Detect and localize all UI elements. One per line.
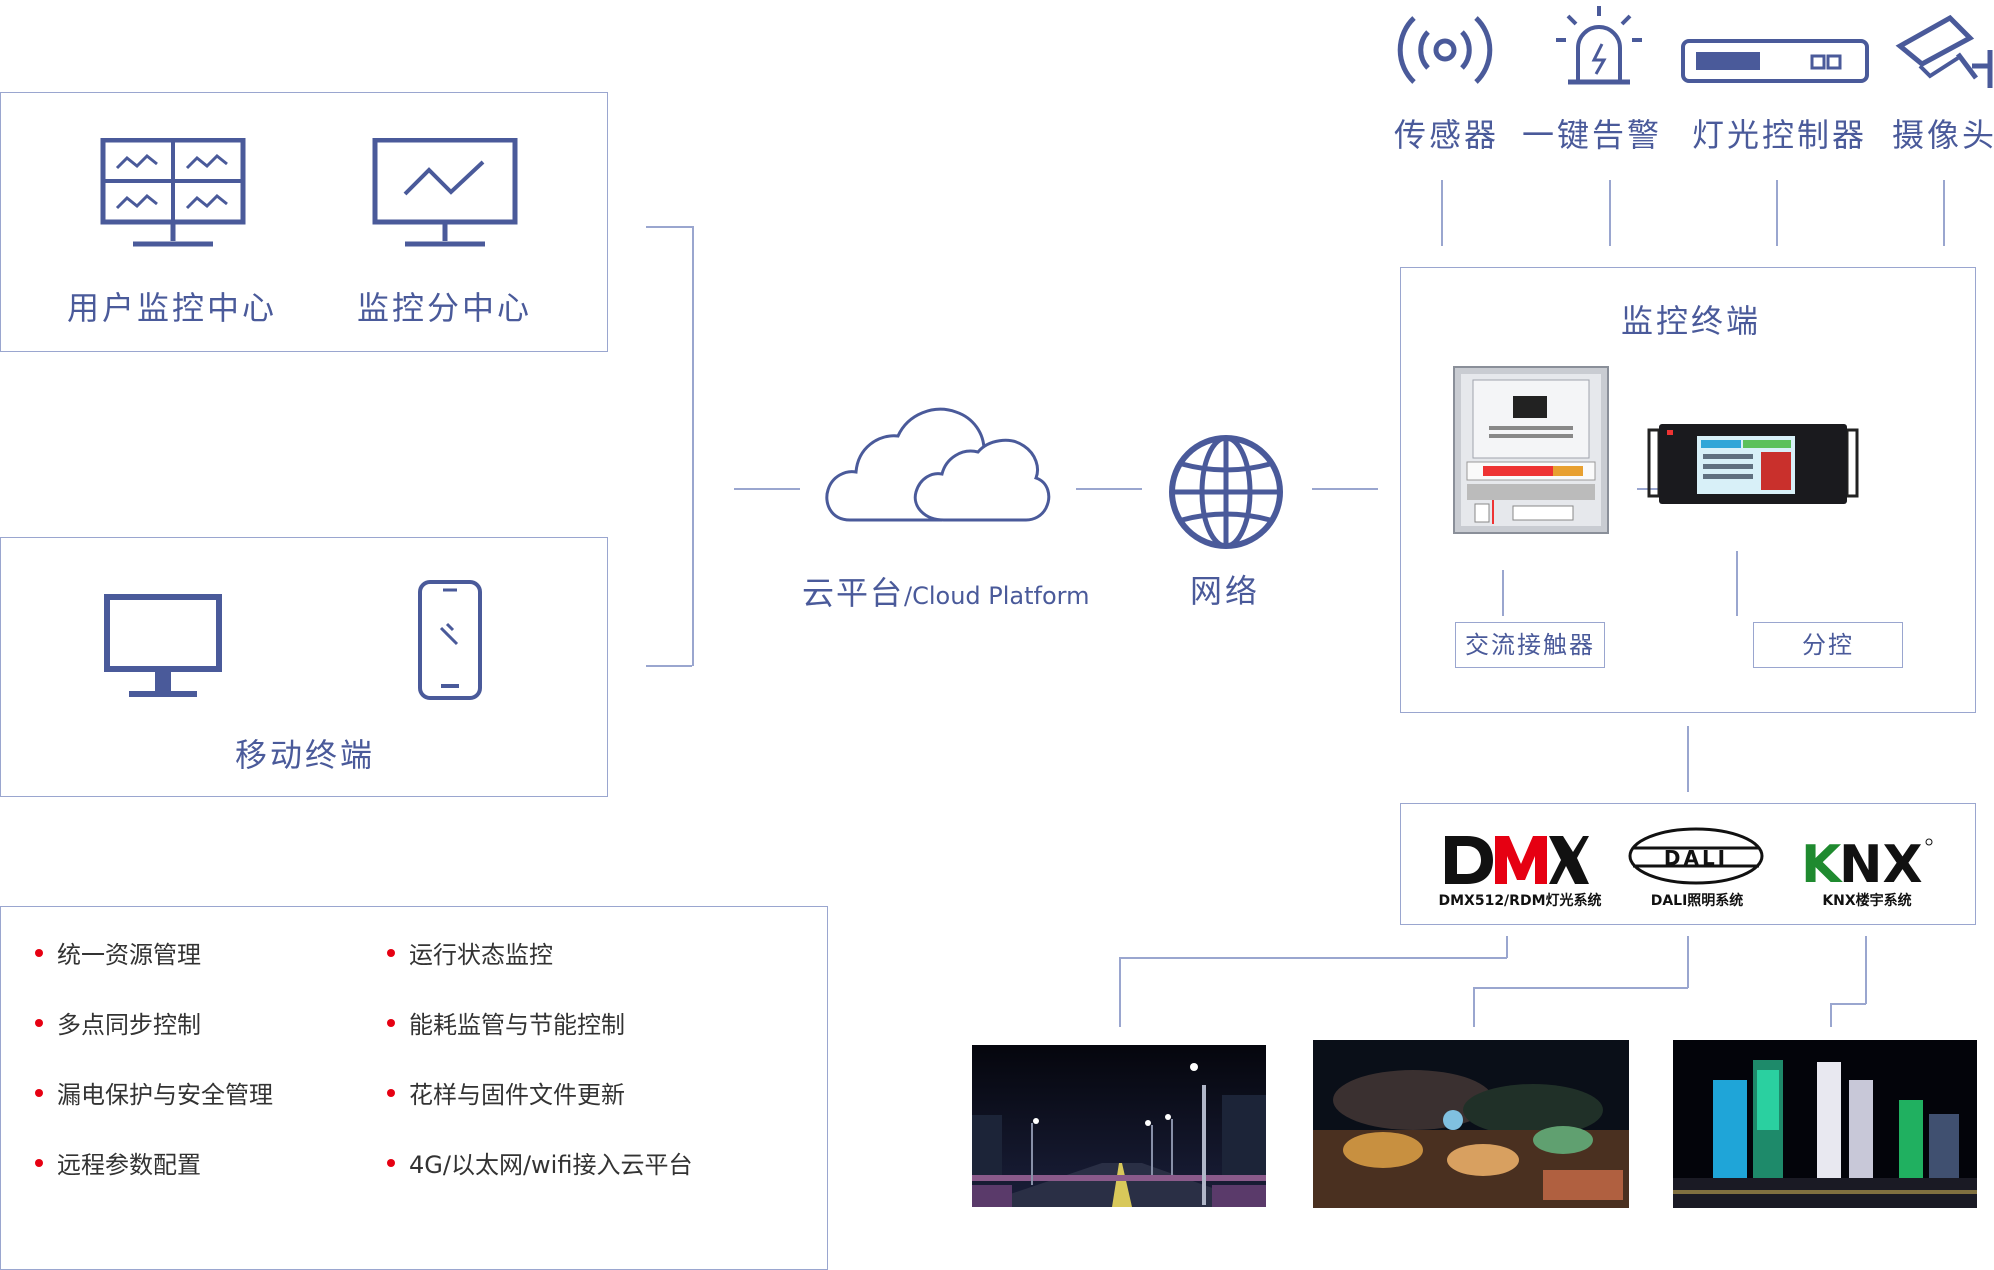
- feature-item: 花样与固件文件更新: [387, 1075, 625, 1110]
- dali-down-line: [1687, 936, 1689, 988]
- dali-to-photo-line: [1473, 987, 1475, 1027]
- knx-logo: K NX: [1801, 835, 1933, 888]
- desktop-monitor-icon: [104, 594, 222, 697]
- cloud-icon: [825, 407, 1051, 522]
- user-monitor-center-label: 用户监控中心: [67, 289, 278, 327]
- bullet-dot: [35, 1159, 43, 1167]
- sub-controller-image: [1647, 424, 1859, 504]
- device-connector-2: [1609, 180, 1611, 246]
- left-bracket-top: [646, 226, 692, 228]
- feature-item: 统一资源管理: [35, 935, 201, 970]
- mobile-terminal-label: 移动终端: [235, 736, 376, 774]
- dmx-logo: [1445, 836, 1589, 884]
- feature-text: 运行状态监控: [409, 941, 553, 969]
- network-label: 网络: [1190, 572, 1261, 610]
- bullet-dot: [387, 949, 395, 957]
- multi-screen-monitor-icon: [100, 138, 246, 247]
- feature-text: 4G/以太网/wifi接入云平台: [409, 1151, 693, 1179]
- feature-item: 能耗监管与节能控制: [387, 1005, 625, 1040]
- alarm-icon: [1556, 6, 1642, 85]
- svg-text:DALI: DALI: [1664, 846, 1728, 870]
- device-label-alarm: 一键告警: [1522, 116, 1663, 154]
- contactor-connector: [1502, 570, 1504, 616]
- knx-horizontal-line: [1830, 1003, 1866, 1005]
- terminal-protocol-connector: [1687, 726, 1689, 792]
- device-connector-1: [1441, 180, 1443, 246]
- feature-text: 能耗监管与节能控制: [409, 1011, 625, 1039]
- feature-text: 统一资源管理: [57, 941, 201, 969]
- features-panel: 统一资源管理 运行状态监控 多点同步控制 能耗监管与节能控制 漏电保护与安全管理…: [0, 906, 828, 1270]
- dmx-caption: DMX512/RDM灯光系统: [1438, 893, 1602, 909]
- knx-to-photo-line: [1830, 1003, 1832, 1027]
- feature-text: 远程参数配置: [57, 1151, 201, 1179]
- device-connector-3: [1776, 180, 1778, 246]
- knx-down-line: [1865, 936, 1867, 1004]
- feature-text: 漏电保护与安全管理: [57, 1081, 273, 1109]
- monitoring-terminal-title: 监控终端: [1621, 302, 1762, 340]
- dali-horizontal-line: [1473, 987, 1688, 989]
- bullet-dot: [387, 1159, 395, 1167]
- dmx-to-photo-line: [1119, 957, 1121, 1027]
- left-bracket-bottom: [646, 665, 692, 667]
- monitoring-terminal-panel: 监控终端 交流接触器 分控: [1400, 267, 1976, 713]
- device-label-camera: 摄像头: [1892, 116, 1994, 154]
- dali-logo: DALI: [1628, 827, 1764, 885]
- feature-text: 多点同步控制: [57, 1011, 201, 1039]
- feature-item: 4G/以太网/wifi接入云平台: [387, 1145, 692, 1180]
- dmx-horizontal-line: [1119, 957, 1507, 959]
- bullet-dot: [35, 1089, 43, 1097]
- connector-left-cloud: [734, 488, 800, 490]
- monitor-center-panel: 用户监控中心 监控分中心: [0, 92, 608, 352]
- device-connector-4: [1943, 180, 1945, 246]
- connector-cloud-network: [1076, 488, 1142, 490]
- bullet-dot: [35, 949, 43, 957]
- svg-text:NX: NX: [1839, 835, 1923, 888]
- cloud-platform-label-en: /Cloud Platform: [904, 582, 1090, 610]
- mobile-terminal-panel: 移动终端: [0, 537, 608, 797]
- globe-network-icon: [1169, 435, 1283, 549]
- feature-text: 花样与固件文件更新: [409, 1081, 625, 1109]
- svg-text:K: K: [1801, 835, 1843, 888]
- left-bracket-vertical: [692, 226, 694, 666]
- protocols-panel: DALI K NX DMX512/RDM灯光系统 DALI照明系统 KNX楼宇系…: [1400, 803, 1976, 925]
- subcontrol-connector: [1736, 551, 1738, 616]
- ac-contactor-box: 交流接触器: [1455, 622, 1605, 668]
- light-controller-icon: [1681, 39, 1869, 83]
- cloud-platform-label: 云平台/Cloud Platform: [802, 568, 1090, 614]
- building-lighting-photo: [1673, 1040, 1977, 1208]
- knx-caption: KNX楼宇系统: [1822, 893, 1912, 909]
- control-cabinet-image: [1453, 366, 1609, 534]
- landscape-lighting-photo: [1313, 1040, 1629, 1208]
- bullet-dot: [387, 1019, 395, 1027]
- monitor-sub-center-label: 监控分中心: [357, 289, 533, 327]
- smartphone-icon: [418, 580, 482, 700]
- bullet-dot: [35, 1019, 43, 1027]
- feature-item: 漏电保护与安全管理: [35, 1075, 273, 1110]
- feature-item: 远程参数配置: [35, 1145, 201, 1180]
- connector-network-terminal: [1312, 488, 1378, 490]
- sub-control-box: 分控: [1753, 622, 1903, 668]
- cloud-platform-label-cn: 云平台: [802, 574, 905, 612]
- dmx-down-line: [1506, 936, 1508, 958]
- dali-caption: DALI照明系统: [1650, 893, 1744, 909]
- sensor-icon: [1397, 16, 1493, 84]
- feature-item: 运行状态监控: [387, 935, 553, 970]
- device-label-sensor: 传感器: [1394, 116, 1500, 154]
- feature-item: 多点同步控制: [35, 1005, 201, 1040]
- monitor-icon: [372, 138, 518, 247]
- street-lighting-photo: [972, 1045, 1266, 1207]
- camera-icon: [1895, 14, 1993, 88]
- device-label-light-controller: 灯光控制器: [1692, 116, 1868, 154]
- bullet-dot: [387, 1089, 395, 1097]
